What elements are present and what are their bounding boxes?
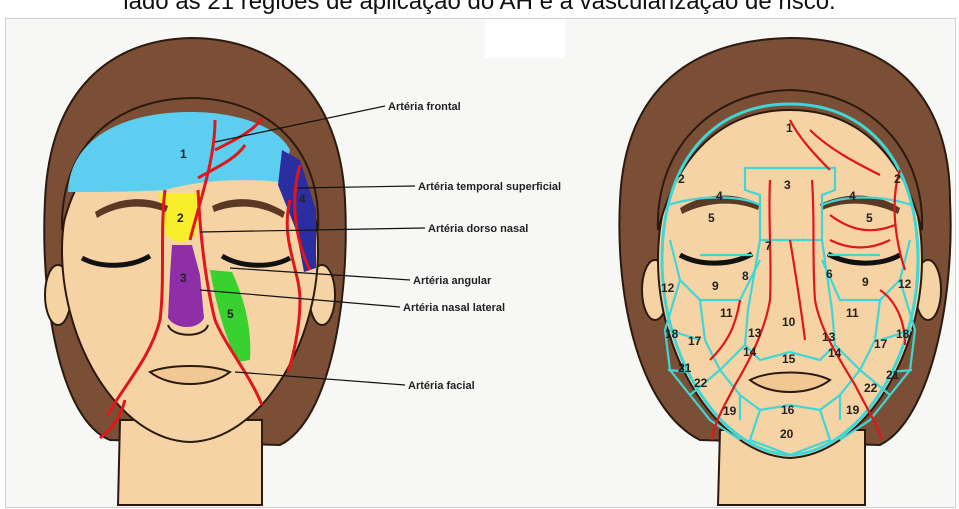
right-region-5-left: 5 [708,211,715,225]
right-region-11-right: 11 [846,306,859,320]
right-region-11-left: 11 [720,306,733,320]
right-region-20: 20 [780,427,794,441]
left-zone-label-4: 4 [299,192,306,206]
right-region-5-right: 5 [866,211,873,225]
artery-label-dorso-nasal: Artéria dorso nasal [428,223,528,235]
right-region-14-left: 14 [743,345,757,359]
left-zone-label-2: 2 [177,211,184,225]
right-region-7: 7 [765,239,772,253]
artery-label-facial: Artéria facial [408,380,475,392]
right-region-21-right: 21 [886,368,900,382]
left-zone-label-1: 1 [180,147,187,161]
right-region-4-left: 4 [716,189,723,203]
left-face: 1 2 3 4 5 Artéria frontal Artéria tempor… [44,38,561,505]
right-region-22-right: 22 [864,381,878,395]
right-region-9-right: 9 [862,275,869,289]
right-region-16: 16 [781,403,795,417]
right-region-14-right: 14 [828,346,842,360]
right-region-15: 15 [782,352,796,366]
left-zone-label-3: 3 [180,271,187,285]
right-region-18-left: 18 [665,327,679,341]
left-zone-label-5: 5 [227,307,234,321]
right-region-12-right: 12 [898,277,912,291]
right-region-1: 1 [786,121,793,135]
right-region-17-right: 17 [874,337,888,351]
right-region-9-left: 9 [712,279,719,293]
right-region-19-right: 19 [846,403,860,417]
right-region-3: 3 [784,178,791,192]
right-region-6: 6 [826,267,833,281]
right-region-13-right: 13 [822,330,836,344]
right-region-10: 10 [782,315,796,329]
right-region-2-right: 2 [894,172,901,186]
right-region-19-left: 19 [723,404,737,418]
right-region-2-left: 2 [678,172,685,186]
right-region-22-left: 22 [694,376,708,390]
right-region-13-left: 13 [748,326,762,340]
artery-label-nasal-lateral: Artéria nasal lateral [403,302,505,314]
artery-label-angular: Artéria angular [413,275,492,287]
right-region-8: 8 [742,269,749,283]
artery-label-temporal: Artéria temporal superficial [418,181,561,193]
artery-label-frontal: Artéria frontal [388,101,461,113]
right-region-12-left: 12 [661,281,675,295]
blank-patch [485,20,565,58]
right-region-21-left: 21 [678,361,692,375]
right-region-17-left: 17 [688,334,702,348]
right-region-4-right: 4 [849,189,856,203]
right-face: 1 2 2 3 4 4 5 5 7 8 9 9 10 11 11 12 12 1… [619,38,950,505]
right-region-18-right: 18 [896,327,910,341]
